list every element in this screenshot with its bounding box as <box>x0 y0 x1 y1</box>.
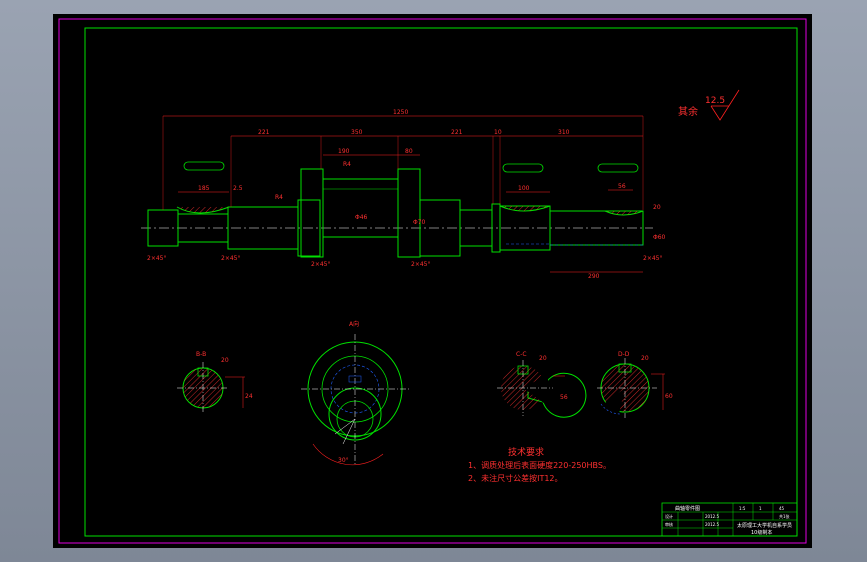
section-cc-label: C-C <box>516 351 527 358</box>
dim-phi46: Φ46 <box>355 214 368 221</box>
dimensions: 1250 221 350 221 10 310 190 80 185 100 5… <box>147 109 666 280</box>
section-bb-label: B-B <box>196 351 206 358</box>
dim-chamfer3: 2×45° <box>311 261 330 268</box>
title-date-1: 2012.5 <box>705 514 719 519</box>
cad-drawing: 1250 221 350 221 10 310 190 80 185 100 5… <box>58 18 807 544</box>
title-class: 10级制本 <box>751 529 772 536</box>
view-a: A向 30° <box>301 320 409 466</box>
dim-seg1: 221 <box>258 129 270 136</box>
dim-r1: R4 <box>275 194 283 201</box>
technical-requirements: 技术要求 1、调质处理后表面硬度220-250HBS。 2、未注尺寸公差按IT1… <box>468 446 611 483</box>
dim-2-5: 2.5 <box>233 185 243 192</box>
dim-80: 80 <box>405 148 413 155</box>
dim-key2: 100 <box>518 185 530 192</box>
cad-viewport[interactable]: 1250 221 350 221 10 310 190 80 185 100 5… <box>53 14 812 548</box>
inner-border <box>84 27 798 537</box>
dim-chamfer4: 2×45° <box>411 261 430 268</box>
dim-chamfer5: 2×45° <box>643 255 662 262</box>
roughness-value: 12.5 <box>705 96 725 106</box>
section-bb: B-B 20 24 <box>177 351 253 414</box>
title-designer: 设计 <box>665 513 673 519</box>
dim-overall: 1250 <box>393 109 408 116</box>
dim-pitch: 190 <box>338 148 350 155</box>
title-scale: 1:5 <box>739 506 746 511</box>
dim-r2: R4 <box>343 161 351 168</box>
dim-seg4: 10 <box>494 129 502 136</box>
title-qty: 1 <box>759 506 762 511</box>
section-bb-width: 20 <box>221 357 229 364</box>
section-cc-depth: 56 <box>560 394 568 401</box>
dim-phi60: Φ60 <box>653 234 666 241</box>
title-checker: 审核 <box>665 521 673 527</box>
dim-seg2: 350 <box>351 129 363 136</box>
section-cc: C-C 20 56 <box>497 351 587 418</box>
dim-seg3: 221 <box>451 129 463 136</box>
title-part-name: 曲轴零件图 <box>675 505 700 512</box>
title-sheet: 共1张 <box>779 513 790 519</box>
tech-req-title: 技术要求 <box>508 446 544 458</box>
title-material: 45 <box>779 506 785 511</box>
dim-chamfer2: 2×45° <box>221 255 240 262</box>
section-dd-width: 20 <box>641 355 649 362</box>
section-bb-depth: 24 <box>245 393 253 400</box>
dim-key3: 56 <box>618 183 626 190</box>
surface-roughness: 其余 12.5 <box>678 89 740 121</box>
dim-phi70: Φ70 <box>413 219 426 226</box>
title-block: 曲轴零件图 1:5 1 45 共1张 设计 审核 2012.5 2012.5 太… <box>661 502 798 537</box>
tech-req-item-1: 1、调质处理后表面硬度220-250HBS。 <box>468 460 611 470</box>
section-dd: D-D 20 60 <box>597 351 673 418</box>
shaft-main-view <box>141 161 653 258</box>
dim-20: 20 <box>653 204 661 211</box>
dim-key1: 185 <box>198 185 210 192</box>
outer-border <box>58 18 807 544</box>
section-dd-label: D-D <box>618 351 630 358</box>
title-school: 太原理工大学机自系学员 <box>737 522 792 529</box>
dim-chamfer1: 2×45° <box>147 255 166 262</box>
tech-req-item-2: 2、未注尺寸公差按IT12。 <box>468 473 563 483</box>
dim-key4: 290 <box>588 273 600 280</box>
dim-seg5: 310 <box>558 129 570 136</box>
view-a-label: A向 <box>349 320 359 328</box>
roughness-label: 其余 <box>678 105 698 118</box>
title-date-2: 2012.5 <box>705 522 719 527</box>
section-dd-depth: 60 <box>665 393 673 400</box>
view-a-angle: 30° <box>338 457 349 464</box>
section-cc-width: 20 <box>539 355 547 362</box>
